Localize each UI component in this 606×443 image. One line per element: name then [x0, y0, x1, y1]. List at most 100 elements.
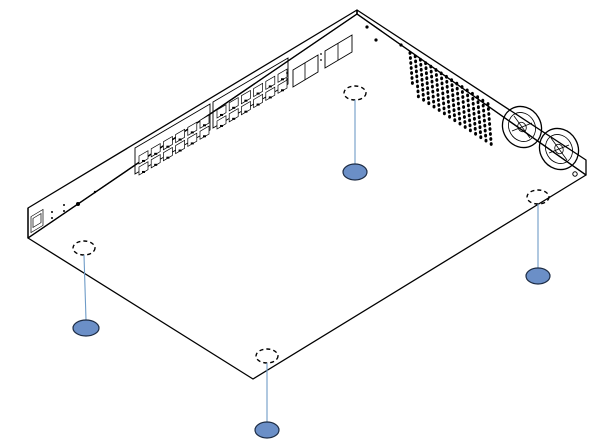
vent-hole [447, 109, 451, 114]
vent-hole [440, 86, 444, 91]
vent-hole [424, 66, 428, 71]
vent-hole [409, 61, 413, 65]
vent-hole [415, 74, 419, 79]
vent-hole [466, 103, 470, 108]
vent-hole [473, 121, 477, 126]
vent-hole [489, 137, 493, 141]
screw-hole [572, 171, 578, 177]
vent-hole [457, 111, 461, 116]
chassis-front-edge [27, 10, 358, 238]
vent-hole [458, 116, 462, 121]
vent-hole [448, 114, 452, 119]
vent-hole [431, 94, 435, 99]
vent-hole [476, 95, 480, 100]
ethernet-port [138, 161, 149, 176]
ethernet-port-latch [190, 142, 194, 145]
vent-hole [445, 79, 449, 84]
ethernet-port [163, 146, 173, 162]
vent-hole [441, 96, 445, 101]
vent-hole [487, 112, 491, 116]
vent-hole [436, 88, 440, 92]
vent-hole [468, 118, 472, 123]
rubber-foot-1 [342, 85, 368, 181]
vent-hole [450, 88, 454, 93]
vent-hole [424, 61, 428, 66]
vent-hole [478, 125, 482, 130]
ethernet-port-latch [256, 92, 260, 95]
ethernet-port-latch [142, 159, 145, 162]
vent-hole [488, 122, 492, 126]
ethernet-port-latch [281, 78, 284, 81]
ethernet-port [265, 75, 276, 91]
ethernet-port [199, 125, 210, 140]
ethernet-port-block-left [134, 103, 211, 176]
vent-hole [425, 81, 429, 86]
ethernet-port [253, 93, 263, 109]
vent-hole [429, 64, 433, 69]
vent-hole [457, 106, 461, 111]
vent-hole [421, 87, 425, 92]
vent-hole [429, 69, 433, 74]
vent-hole [444, 74, 448, 79]
sfp-ports [286, 34, 353, 88]
vent-hole [461, 95, 465, 99]
vent-hole [452, 103, 456, 108]
chassis-bottom-face [27, 13, 587, 380]
vent-hole [486, 102, 490, 106]
vent-hole [468, 128, 472, 133]
vent-hole [486, 107, 490, 111]
front-panel [30, 34, 353, 234]
vent-hole [410, 71, 414, 75]
vent-hole [484, 133, 488, 138]
ethernet-port-latch [142, 170, 145, 173]
vent-hole [425, 76, 429, 81]
vent-hole [483, 128, 487, 133]
vent-hole [436, 93, 440, 97]
vent-hole [434, 73, 438, 77]
vent-hole [442, 106, 446, 111]
vent-hole [477, 115, 481, 120]
ethernet-port [150, 153, 161, 169]
ethernet-port [277, 79, 288, 94]
vent-hole [434, 68, 438, 72]
vent-hole [472, 106, 476, 111]
vent-hole [442, 111, 446, 116]
ethernet-port-block-right [212, 57, 289, 130]
vent-hole [451, 98, 455, 103]
vent-hole [466, 93, 470, 98]
vent-hole [435, 83, 439, 87]
vent-hole [414, 59, 418, 64]
vent-hole [426, 96, 430, 101]
ethernet-port-latch [190, 131, 194, 134]
ethernet-port [199, 114, 210, 129]
vent-hole [489, 142, 493, 146]
vent-hole [471, 96, 475, 101]
vent-hole [439, 71, 443, 76]
vent-hole [408, 56, 412, 60]
vent-hole [482, 118, 486, 123]
ethernet-port [175, 128, 185, 144]
vent-hole [424, 71, 428, 76]
ethernet-port [175, 139, 185, 155]
vent-hole [421, 92, 425, 97]
ethernet-port [150, 142, 161, 158]
ethernet-port [241, 89, 251, 105]
vent-hole [455, 81, 459, 86]
vent-hole [431, 89, 435, 94]
ethernet-port-latch [281, 89, 284, 92]
vent-hole [430, 84, 434, 89]
screw-hole [365, 25, 369, 29]
vent-hole [466, 98, 470, 103]
vent-hole [472, 116, 476, 121]
ethernet-port-latch [232, 106, 236, 109]
vent-hole [427, 101, 431, 106]
vent-hole [416, 84, 420, 89]
ethernet-port [228, 107, 239, 123]
vent-hole [465, 88, 469, 93]
vent-hole [446, 89, 450, 94]
vent-hole [462, 115, 466, 119]
vent-hole [416, 94, 420, 99]
vent-hole [455, 86, 459, 91]
vent-hole [460, 85, 464, 89]
vent-hole [463, 125, 467, 129]
